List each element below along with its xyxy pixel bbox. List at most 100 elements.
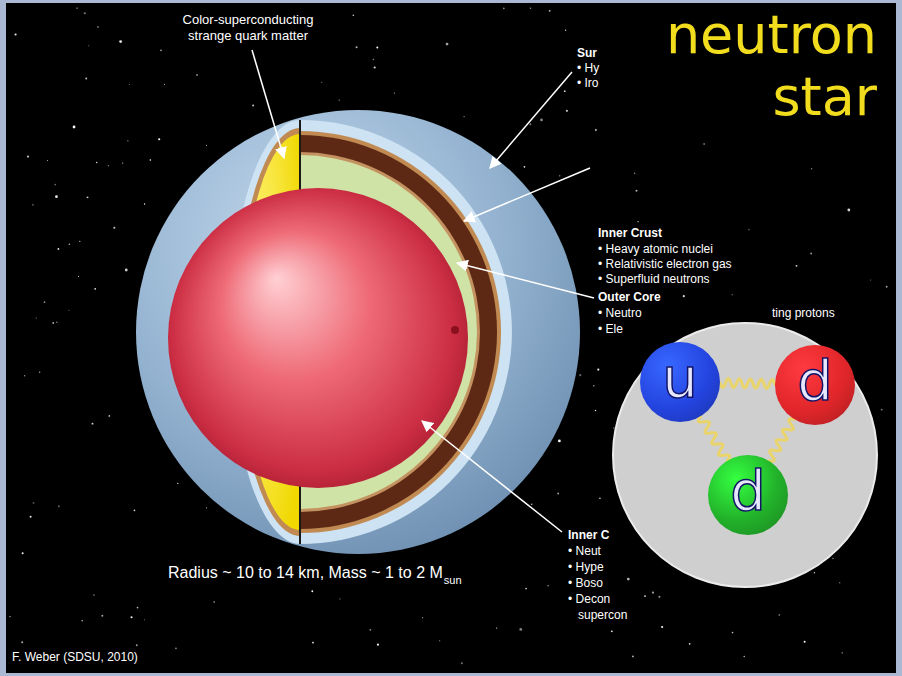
star-dot [530,8,532,10]
star-dot [611,630,613,632]
star-dot [525,588,527,590]
star-dot [119,40,122,43]
star-dot [439,640,440,641]
layer-note: • Neutro [598,306,642,320]
star-dot [683,295,685,297]
star-dot [839,582,840,583]
star-dot [652,591,654,593]
star-dot [79,241,80,242]
core-spot [451,326,459,334]
star-dot [565,30,566,31]
space-background [6,3,896,673]
star-dot [144,203,145,204]
star-dot [374,66,376,68]
star-dot [637,221,638,222]
star-dot [881,409,883,411]
star-dot [312,642,314,644]
star-dot [108,165,109,166]
star-dot [33,502,35,504]
star-dot [519,628,522,631]
star-dot [644,595,646,597]
star-dot [91,423,93,425]
layer-note: supercon [578,608,627,622]
star-dot [58,505,60,507]
star-dot [661,626,663,628]
star-dot [158,138,160,140]
star-dot [131,616,133,618]
star-dot [14,33,16,35]
star-dot [524,166,526,168]
star-dot [47,160,48,161]
down-quark: d [775,345,855,425]
star-dot [321,82,322,83]
star-dot [87,196,89,198]
star-dot [206,507,207,508]
layer-heading: Inner C [568,528,609,542]
star-dot [634,173,635,174]
layer-note: • Ele [598,322,623,336]
star-dot [39,372,40,373]
star-dot [177,483,178,484]
star-dot [540,118,543,121]
layer-note: • Boso [568,576,603,590]
star-dot [599,498,600,499]
layer-heading: Sur [577,46,597,60]
layer-note: Color-superconducting strange quark matt… [168,12,328,43]
star-dot [93,594,94,595]
neutron-inset [613,323,877,587]
star-dot [164,84,165,85]
star-dot [461,662,463,664]
quark-letter: u [662,350,698,414]
star-dot [559,175,560,176]
star-dot [842,652,843,653]
star-dot [101,615,103,617]
star-dot [463,116,464,117]
gluon-spring [698,416,729,460]
star-dot [339,100,340,101]
layer-heading: Inner Crust [598,226,662,240]
star-dot [76,7,77,8]
star-dot [311,590,313,592]
star-dot [108,415,110,417]
star-dot [369,629,371,631]
star-dot [595,129,597,131]
slide-title: neutron star [655,4,877,128]
star-dot [206,145,207,146]
star-dot [356,46,358,48]
leader-arrow [252,50,284,158]
star-dot [122,162,123,163]
star-dot [558,440,561,443]
star-dot [150,159,151,160]
star-dot [58,248,60,250]
star-surface [136,110,580,554]
star-dot [446,43,449,46]
star-dot [566,110,568,112]
layer-note: • Decon [568,592,610,606]
layer-note: • Heavy atomic nuclei [598,242,713,256]
star-dot [196,74,198,76]
star-dot [96,162,97,163]
star-dot [73,126,76,129]
star-dot [81,620,82,621]
star-dot [503,8,505,10]
leader-arrow [422,421,562,532]
star-dot [778,614,780,616]
star-dot [732,294,733,295]
star-dot [870,279,871,280]
star-dot [97,26,99,28]
star-dot [597,369,599,371]
layer-note: Radius ~ 10 to 14 km, Mass ~ 1 to 2 M [168,563,443,582]
leader-arrow [490,72,572,168]
star-dot [175,647,177,649]
star-dot [564,90,566,92]
layer-note: F. Weber (SDSU, 2010) [12,650,138,664]
layer-heading: Outer Core [598,290,661,304]
star-dot [810,252,812,254]
star-dot [689,643,691,645]
star-dot [129,84,130,85]
down-quark: d [708,455,788,535]
gluon-spring [720,379,775,389]
layer-note: • Hy [577,61,599,75]
star-dot [529,123,531,125]
